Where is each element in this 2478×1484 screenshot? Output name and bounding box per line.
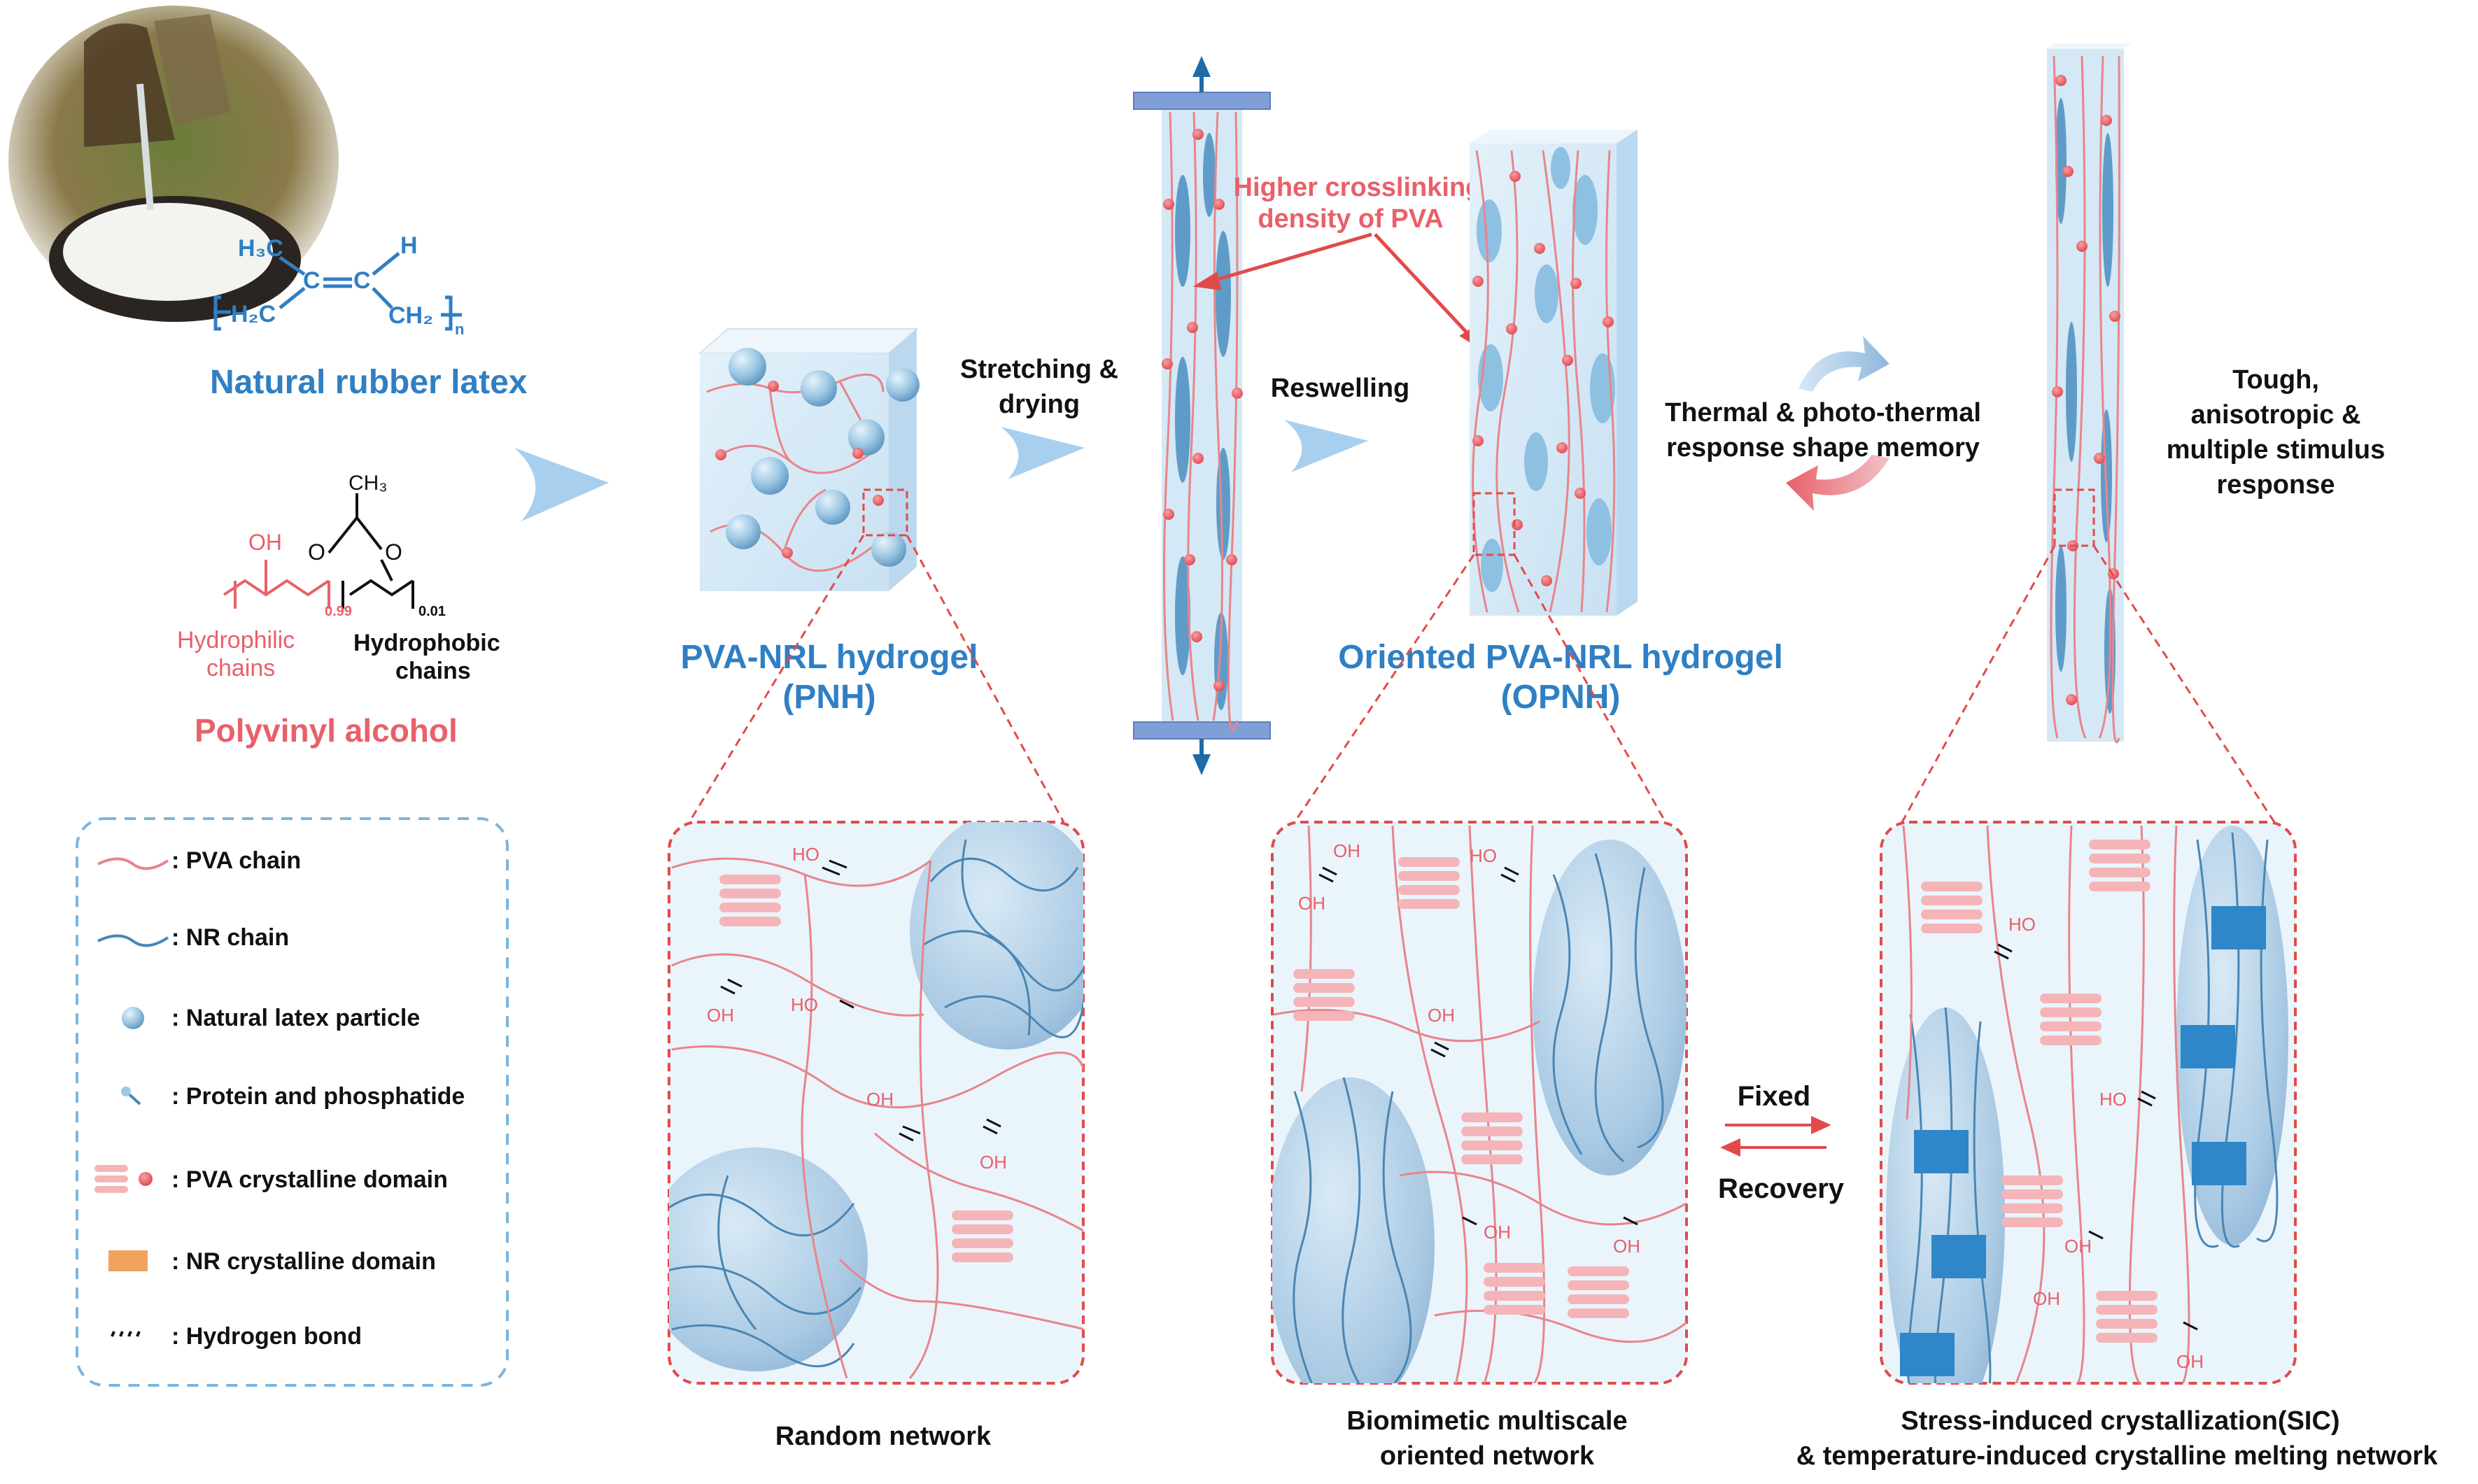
hb-oh-13: HO: [2099, 1089, 2127, 1110]
c1-label: C: [303, 267, 321, 294]
shape-memory-arrows: [1786, 336, 1889, 511]
h3c-label: H₃C: [238, 235, 283, 262]
biomimetic-label-1: Biomimetic multiscale: [1346, 1406, 1627, 1436]
hb-oh-7: OH: [1298, 893, 1325, 914]
flow-arrow-1: [514, 448, 609, 521]
sub-001: 0.01: [418, 604, 446, 619]
hydrophilic-label-2: chains: [206, 655, 275, 681]
hydrophobic-label-2: chains: [395, 658, 471, 684]
pnh-label-2: (PNH): [782, 679, 875, 716]
opnh-label-2: (OPNH): [1501, 679, 1621, 716]
tough-zoom-box: [2053, 488, 2095, 547]
crosslinking-label-2: density of PVA: [1258, 204, 1443, 234]
h-label: H: [400, 232, 418, 259]
stretching-label-2: drying: [999, 390, 1080, 419]
hb-oh-10: OH: [1484, 1222, 1511, 1243]
hb-oh-2: OH: [707, 1005, 734, 1026]
hb-oh-6: OH: [1333, 840, 1360, 861]
hb-oh-8: HO: [1470, 845, 1497, 866]
stretched-strip: [1133, 56, 1271, 775]
legend-icon-nr-domain: [108, 1250, 148, 1271]
opnh-zoom-box: [1472, 492, 1516, 556]
sic-label-1: Stress-induced crystallization(SIC): [1901, 1406, 2339, 1436]
oh-label: OH: [248, 530, 282, 555]
polyvinyl-alcohol-label: Polyvinyl alcohol: [195, 712, 458, 749]
panel-biomimetic-network: OH OH HO OH OH OH: [1271, 821, 1688, 1385]
fixed-label: Fixed: [1738, 1081, 1810, 1112]
recovery-label: Recovery: [1718, 1173, 1845, 1204]
pnh-cube: [698, 328, 920, 591]
hb-oh-12: HO: [2008, 914, 2036, 935]
legend-label-protein: : Protein and phosphatide: [171, 1083, 465, 1110]
legend-frame: [76, 817, 509, 1387]
hydrophilic-label-1: Hydrophilic: [177, 627, 295, 653]
biomimetic-label-2: oriented network: [1380, 1441, 1595, 1471]
legend-icon-pva-chain: [97, 857, 169, 870]
opnh-block: [1470, 129, 1638, 616]
c2-label: C: [353, 267, 371, 294]
hb-oh-14: OH: [2064, 1236, 2092, 1257]
legend-icon-nr-chain: [97, 934, 169, 947]
hb-oh-16: OH: [2176, 1351, 2204, 1372]
hb-oh-11: OH: [1613, 1236, 1640, 1257]
fixed-recovery: Fixed Recovery: [1718, 1081, 1845, 1204]
sic-label-2: & temperature-induced crystalline meltin…: [1796, 1441, 2438, 1471]
h2c-label: H₂C: [231, 301, 276, 327]
legend-icon-protein: [121, 1087, 141, 1105]
ch2-label: CH₂: [388, 302, 433, 329]
pva-domain-group: [719, 875, 1013, 1262]
ch3-label: CH₃: [349, 472, 388, 495]
legend-label-nr-domain: : NR crystalline domain: [171, 1248, 436, 1275]
hb-oh-15: OH: [2033, 1288, 2060, 1309]
tough-label-2: anisotropic &: [2191, 400, 2361, 430]
rubber-structure: H₃C H H₂C CH₂ C C n Natural rubber latex: [210, 232, 528, 401]
crosslinking-label-1: Higher crosslinking: [1234, 173, 1482, 202]
legend-label-latex-particle: : Natural latex particle: [171, 1005, 420, 1031]
flow-arrow-2: [1001, 427, 1085, 479]
pva-structure: CH₃ OH O O 0.99 0.01 Hydrophilic chains …: [177, 472, 500, 749]
legend-label-hbond: : Hydrogen bond: [171, 1323, 362, 1350]
tough-strip: [2047, 43, 2131, 744]
reswelling-label: Reswelling: [1271, 374, 1410, 403]
hb-oh-5: OH: [980, 1152, 1007, 1173]
tough-label-1: Tough,: [2232, 365, 2319, 395]
o2-label: O: [385, 539, 402, 565]
rubber-tree-photo: [8, 6, 339, 322]
shape-memory-label-2: response shape memory: [1666, 433, 1980, 462]
panel-sic-network: HO HO OH OH OH: [1880, 821, 2297, 1385]
stretching-label-1: Stretching &: [960, 355, 1118, 384]
pnh-label-1: PVA-NRL hydrogel: [681, 639, 978, 676]
legend-icon-pva-domain: [94, 1165, 153, 1193]
legend-label-pva-chain: : PVA chain: [171, 847, 301, 874]
hb-oh-4: OH: [866, 1089, 894, 1110]
legend-label-nr-chain: : NR chain: [171, 924, 289, 951]
tough-label-3: multiple stimulus: [2167, 435, 2385, 465]
random-network-label: Random network: [775, 1422, 992, 1451]
shape-memory-label-1: Thermal & photo-thermal: [1665, 398, 1981, 427]
zoom-leaders: [688, 535, 2276, 823]
hb-oh-1: HO: [792, 844, 819, 865]
o1-label: O: [308, 539, 325, 565]
sub-099: 0.99: [325, 604, 352, 619]
legend-label-pva-domain: : PVA crystalline domain: [171, 1166, 448, 1193]
opnh-label-1: Oriented PVA-NRL hydrogel: [1338, 639, 1783, 676]
tough-label-4: response: [2217, 470, 2335, 500]
hydrophobic-label-1: Hydrophobic: [353, 630, 500, 656]
n-subscript: n: [455, 320, 464, 338]
legend: : PVA chain : NR chain : Natural latex p…: [76, 817, 509, 1387]
flow-arrow-3: [1284, 420, 1368, 472]
legend-icon-latex-particle: [122, 1007, 144, 1029]
hb-oh-3: HO: [791, 994, 818, 1015]
legend-icon-hbond: [111, 1331, 141, 1337]
natural-rubber-latex-label: Natural rubber latex: [210, 364, 528, 401]
panel-random-network: HO OH HO OH OH: [668, 821, 1085, 1385]
hb-oh-9: OH: [1428, 1005, 1455, 1026]
